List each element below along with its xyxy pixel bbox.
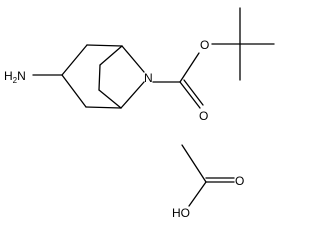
bridge-nitrogen-label: N [144,71,153,85]
bond-carbonyl-double-o-2 [183,79,204,106]
bond-c2-c1 [86,44,123,47]
carbamate-ether-oxygen-label: O [200,38,209,52]
acid-carbonyl-oxygen-label: O [235,174,244,188]
bond-c5-n [120,81,145,109]
bond-methyl-carboxyl [181,144,207,183]
bond-carboxyl-hydroxyl [188,181,207,207]
carbamate-carbonyl-oxygen-label: O [199,109,208,123]
bond-c3-c4 [61,74,87,108]
chemical-structure: H2N N O O O HO [4,7,275,220]
bond-c3-c2 [61,44,88,76]
boc-aminotropane-molecule: H2N N O O [4,7,275,123]
bond-c4-c5 [85,106,122,109]
bond-carbonyl-ether-o [179,52,200,83]
bond-c6-c5 [98,89,122,109]
bond-c1-c7 [99,45,123,66]
bond-c7-c6 [98,64,101,91]
bond-carbonyl-double-o-1 [179,81,201,109]
acetic-acid-molecule: O HO [172,144,244,220]
amine-label: H2N [4,69,26,85]
acid-hydroxyl-label: HO [172,206,190,220]
bond-c1-n [121,45,145,73]
